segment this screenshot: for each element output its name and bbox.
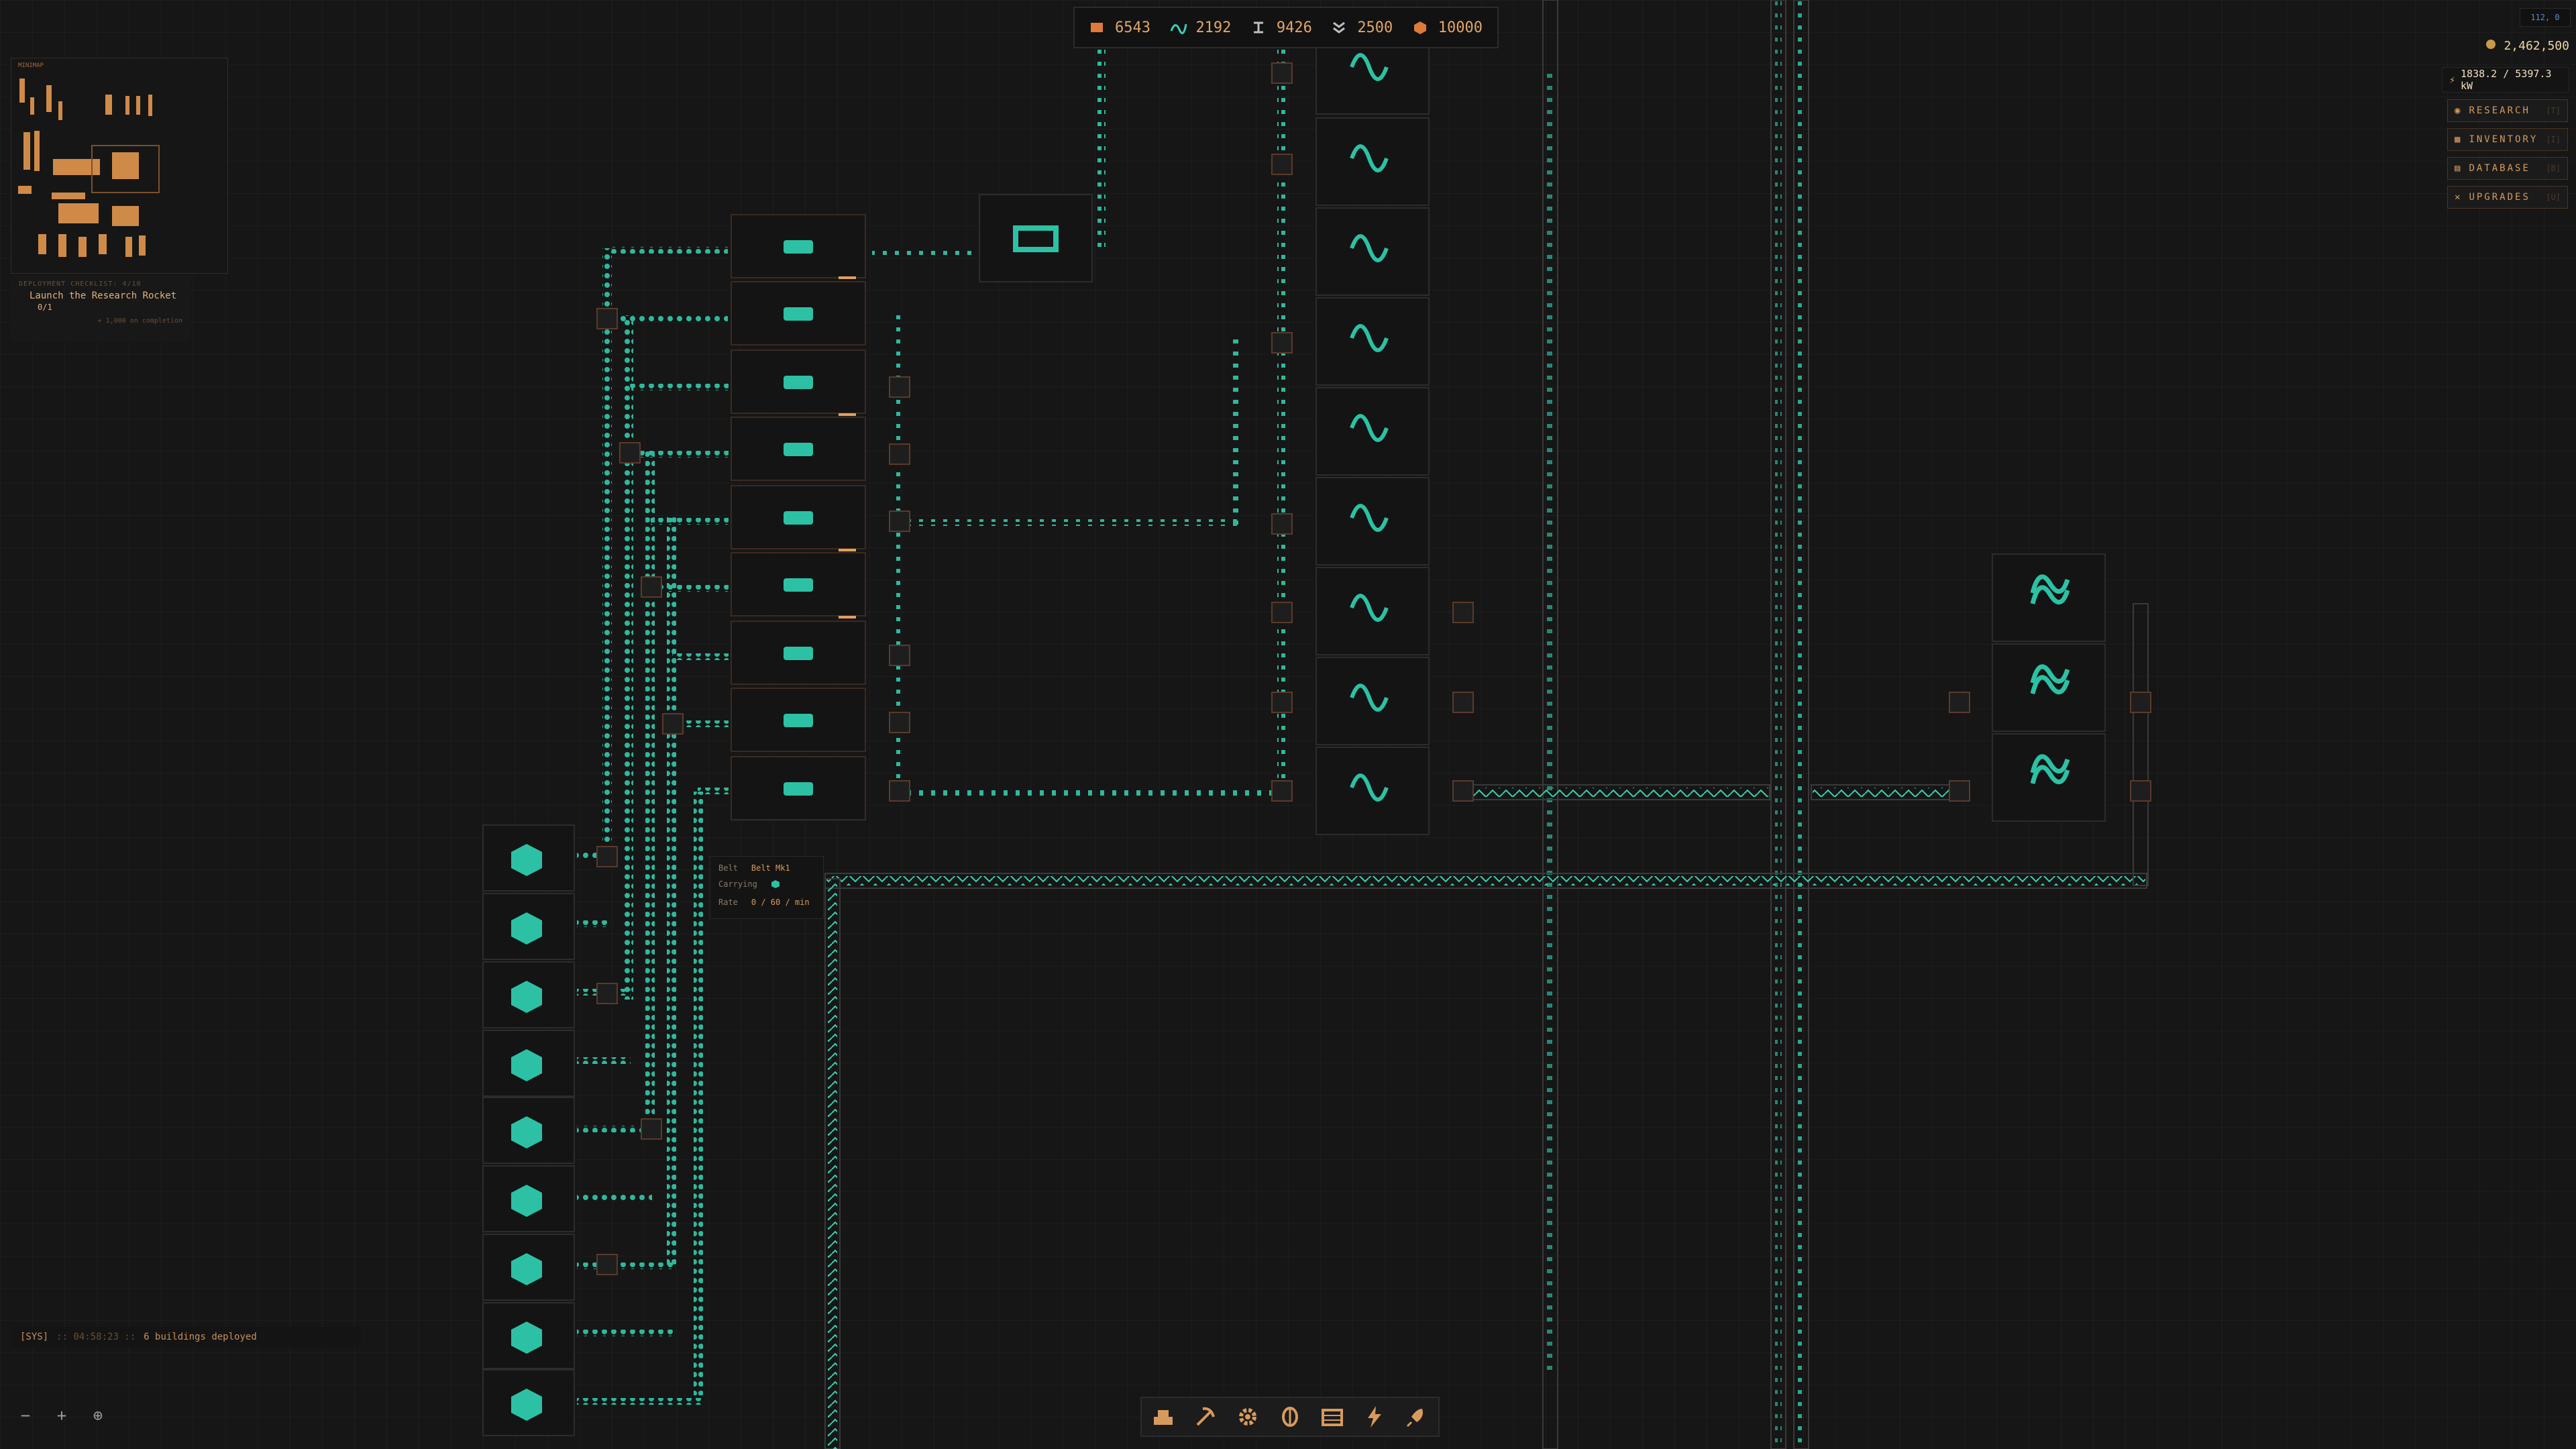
- miner-column[interactable]: [482, 824, 575, 1436]
- ore-cube-icon: [1413, 20, 1428, 35]
- toolbar-build-button[interactable]: [1148, 1402, 1178, 1432]
- money-value: 2,462,500: [2504, 38, 2569, 53]
- ore-cube-icon: [771, 879, 780, 891]
- tooltip-title: Belt: [718, 863, 738, 873]
- coordinates-readout: 112, 0: [2520, 8, 2571, 27]
- wire-icon: [1170, 20, 1187, 35]
- console-message: 6 buildings deployed: [144, 1332, 257, 1342]
- plate-belt-network[interactable]: [872, 27, 1285, 798]
- menu-label: RESEARCH: [2469, 105, 2530, 116]
- deployment-checklist: DEPLOYMENT CHECKLIST: 4/10 Launch the Re…: [11, 275, 191, 342]
- resource-ore-cube: 10000: [1413, 19, 1483, 36]
- main-vertical-belt-bus[interactable]: [1542, 0, 1809, 1449]
- toolbar-research-button[interactable]: [1275, 1402, 1305, 1432]
- resource-wire: 2192: [1170, 19, 1231, 36]
- gear-icon: [1238, 1408, 1256, 1426]
- menu-hotkey: [B]: [2546, 164, 2561, 173]
- upgrades-button[interactable]: ✕ UPGRADES [U]: [2447, 186, 2568, 209]
- ore-belt-network[interactable]: [577, 247, 729, 1405]
- lightning-icon: ⚡: [2449, 74, 2456, 86]
- toolbar-rocket-button[interactable]: [1402, 1402, 1432, 1432]
- zoom-out-button[interactable]: −: [20, 1406, 31, 1425]
- build-toolbar: [1140, 1397, 1440, 1437]
- resource-bar: 6543 2192 9426 2500 10000: [1073, 7, 1499, 48]
- database-button[interactable]: ▤ DATABASE [B]: [2447, 157, 2568, 180]
- coil-maker-column[interactable]: [1992, 553, 2106, 822]
- inventory-icon: ▦: [2455, 134, 2463, 145]
- pickaxe-icon: [1196, 1407, 1215, 1426]
- menu-label: UPGRADES: [2469, 192, 2530, 203]
- circuit-icon: [1251, 20, 1266, 35]
- resource-value: 2192: [1195, 19, 1232, 36]
- smelter-column[interactable]: [731, 214, 866, 820]
- toolbar-mine-button[interactable]: [1191, 1402, 1220, 1432]
- minimap-title: MINIMAP: [18, 62, 44, 69]
- tooltip-rate-label: Rate: [718, 898, 738, 907]
- assembler-machine[interactable]: [979, 194, 1093, 282]
- zoom-in-button[interactable]: +: [56, 1406, 67, 1425]
- copper-plate-icon: [1089, 20, 1104, 35]
- resource-circuit: 9426: [1251, 19, 1312, 36]
- menu-label: DATABASE: [2469, 163, 2530, 174]
- resource-value: 10000: [1438, 19, 1483, 36]
- tooltip-name: Belt Mk1: [751, 863, 790, 873]
- splitter-nodes[interactable]: [596, 62, 2151, 1275]
- resource-copper-plate: 6543: [1089, 19, 1150, 36]
- power-value: 1838.2 / 5397.3 kW: [2461, 68, 2552, 92]
- checklist-task[interactable]: Launch the Research Rocket: [30, 290, 177, 301]
- coin-icon: [2485, 38, 2497, 54]
- menu-hotkey: [I]: [2546, 135, 2561, 144]
- checklist-title: DEPLOYMENT CHECKLIST: 4/10: [19, 280, 142, 288]
- wire-belt-horizontal[interactable]: [824, 603, 2149, 1449]
- inventory-button[interactable]: ▦ INVENTORY [I]: [2447, 128, 2568, 151]
- tooltip-carrying-label: Carrying: [718, 879, 757, 889]
- menu-hotkey: [U]: [2546, 193, 2561, 202]
- toolbar-power-button[interactable]: [1360, 1402, 1389, 1432]
- resource-value: 2500: [1357, 19, 1393, 36]
- toolbar-craft-button[interactable]: [1233, 1402, 1263, 1432]
- console-prefix: [SYS]: [20, 1332, 49, 1342]
- research-icon: [1281, 1407, 1298, 1427]
- upgrades-icon: ✕: [2455, 192, 2463, 203]
- resource-value: 9426: [1276, 19, 1312, 36]
- coil-icon: [1332, 20, 1346, 35]
- power-display: ⚡ 1838.2 / 5397.3 kW: [2442, 67, 2569, 93]
- tooltip-rate: 0 / 60 / min: [751, 898, 810, 907]
- build-icon: [1153, 1410, 1173, 1425]
- research-icon: ◉: [2455, 105, 2463, 116]
- toolbar-storage-button[interactable]: [1318, 1402, 1347, 1432]
- research-button[interactable]: ◉ RESEARCH [T]: [2447, 99, 2568, 122]
- console-time: :: 04:58:23 ::: [56, 1332, 136, 1342]
- checklist-progress: 0/1: [38, 303, 52, 312]
- recenter-button[interactable]: ⊕: [93, 1406, 103, 1425]
- menu-hotkey: [T]: [2546, 106, 2561, 115]
- rocket-icon: [1407, 1409, 1424, 1428]
- minimap[interactable]: MINIMAP: [11, 58, 228, 274]
- money-display: 2,462,500: [2482, 35, 2569, 56]
- resource-value: 6543: [1115, 19, 1150, 36]
- system-console: [SYS] :: 04:58:23 :: 6 buildings deploye…: [12, 1327, 361, 1347]
- minimap-canvas: [18, 78, 160, 257]
- menu-label: INVENTORY: [2469, 134, 2538, 145]
- power-icon: [1368, 1406, 1382, 1428]
- wire-mill-column[interactable]: [1316, 26, 1430, 835]
- resource-coil: 2500: [1332, 19, 1393, 36]
- checklist-reward-note: + 1,000 on completion: [97, 317, 182, 325]
- belt-tooltip: Belt Belt Mk1 Carrying Rate 0 / 60 / min: [710, 856, 824, 919]
- storage-icon: [1322, 1409, 1344, 1426]
- database-icon: ▤: [2455, 163, 2463, 174]
